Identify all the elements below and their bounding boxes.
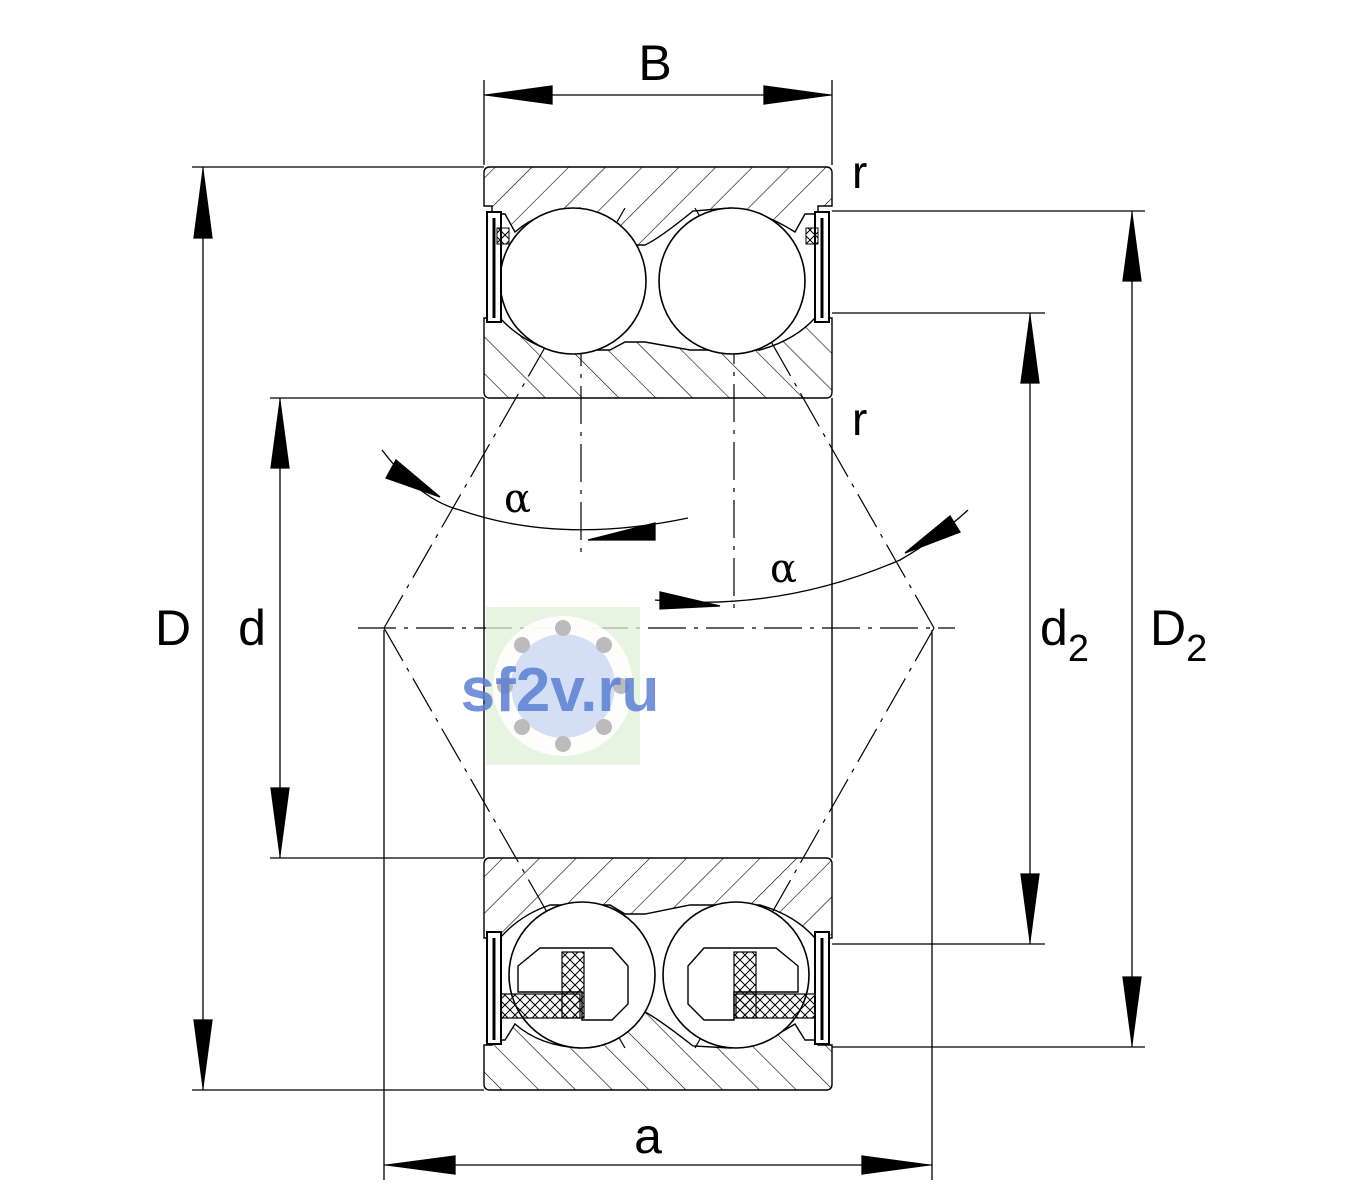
label-D2: D2 [1150, 600, 1207, 670]
ball-upper-left [499, 207, 647, 355]
watermark-logo: sf2v.ru [461, 607, 660, 765]
label-D2-main: D [1150, 600, 1186, 656]
label-d2: d2 [1040, 600, 1089, 670]
label-a: a [634, 1108, 662, 1164]
watermark-text: sf2v.ru [461, 656, 660, 725]
ball-upper-right [658, 207, 806, 355]
dimension-lines [193, 85, 1142, 1175]
label-d: d [238, 600, 266, 656]
extension-lines [192, 80, 1145, 1180]
label-D: D [155, 600, 191, 656]
label-B: B [638, 35, 671, 91]
label-D2-sub: 2 [1186, 628, 1207, 670]
dimension-labels: B D d d2 D2 a r r α α [155, 35, 1207, 1164]
inner-ring-lower [483, 857, 833, 939]
lower-section [483, 857, 833, 1091]
upper-section [483, 166, 833, 399]
center-lines [358, 207, 955, 1049]
label-d2-main: d [1040, 600, 1068, 656]
contact-angle-arcs [381, 449, 969, 610]
outer-ring-upper [483, 166, 833, 246]
label-alpha-left: α [504, 476, 531, 522]
label-alpha-right: α [770, 546, 797, 592]
bore-outline [483, 398, 833, 858]
label-r-top: r [852, 146, 867, 198]
label-d2-sub: 2 [1068, 628, 1089, 670]
label-r-inner: r [852, 393, 867, 445]
